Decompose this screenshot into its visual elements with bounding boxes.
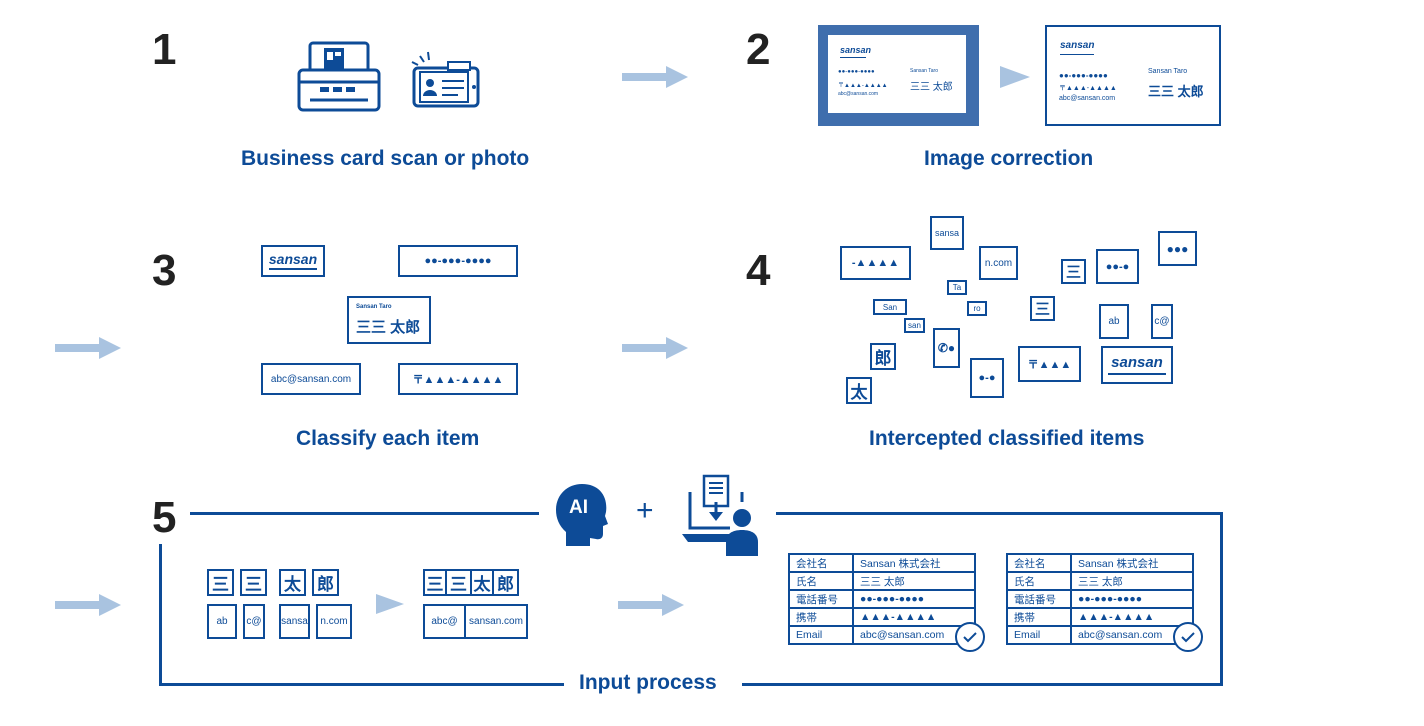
step2-caption: Image correction xyxy=(924,147,1094,170)
item-address: 〒▲▲▲-▲▲▲▲ xyxy=(398,363,518,395)
fragment: ab xyxy=(207,604,237,639)
fragment: 太 xyxy=(279,569,306,596)
fragment: sansan xyxy=(1101,346,1173,384)
ai-head-icon: AI xyxy=(556,482,608,546)
step-number-3: 3 xyxy=(152,246,177,295)
plus-sign: + xyxy=(636,494,654,527)
table-row: 氏名三三 太郎 xyxy=(788,571,976,591)
fragment: n.com xyxy=(316,604,352,639)
step4-caption: Intercepted classified items xyxy=(869,427,1145,450)
fragment: 三 xyxy=(1030,296,1055,321)
card-after-correction: sansan ●●-●●●-●●●● 〒▲▲▲-▲▲▲▲ abc@sansan.… xyxy=(1045,25,1221,126)
phone-camera-icon xyxy=(411,51,480,108)
fragment: 三 xyxy=(207,569,234,596)
fragment: c@ xyxy=(243,604,265,639)
frame-bottom-right xyxy=(742,683,1223,686)
arrow-right-icon xyxy=(55,337,121,359)
joined-name-part: 太 xyxy=(470,569,494,596)
fragment: n.com xyxy=(979,246,1018,280)
card-brand-text: sansan xyxy=(1060,40,1095,51)
fragment: ab xyxy=(1099,304,1129,339)
fragment: Ta xyxy=(947,280,967,295)
fragment: San xyxy=(873,299,907,315)
step1-caption: Business card scan or photo xyxy=(241,147,530,170)
joined-name-part: 三 xyxy=(445,569,472,596)
fragment: 三 xyxy=(1061,259,1086,284)
frame-right xyxy=(1220,512,1223,686)
card-address-text: 〒▲▲▲-▲▲▲▲ xyxy=(838,83,888,89)
arrow-right-icon xyxy=(618,594,684,616)
frame-top-left xyxy=(190,512,539,515)
fragment: 太 xyxy=(846,377,872,404)
item-email: abc@sansan.com xyxy=(261,363,361,395)
item-name: Sansan Taro 三三 太郎 xyxy=(347,296,431,344)
card-brand-text: sansan xyxy=(840,45,872,55)
arrow-right-small-icon xyxy=(1000,66,1030,88)
card-phone-text: ●●-●●●-●●●● xyxy=(838,69,875,75)
card-email-text: abc@sansan.com xyxy=(1059,95,1116,102)
step3-caption: Classify each item xyxy=(296,427,480,450)
card-address-text: 〒▲▲▲-▲▲▲▲ xyxy=(1059,85,1117,92)
joined-email-part: sansan.com xyxy=(464,604,528,639)
fragment: 郎 xyxy=(312,569,339,596)
frame-top-right xyxy=(776,512,1223,515)
fragment: ●●-● xyxy=(1096,249,1139,284)
fragment: san xyxy=(904,318,925,333)
fragment: -▲▲▲▲ xyxy=(840,246,911,280)
frame-bottom-left xyxy=(159,683,564,686)
step-number-2: 2 xyxy=(746,25,771,74)
joined-email-part: abc@ xyxy=(423,604,466,639)
card-before-correction: sansan ●●-●●●-●●●● 〒▲▲▲-▲▲▲▲ abc@sansan.… xyxy=(818,25,979,126)
step-number-4: 4 xyxy=(746,246,771,295)
operator-computer-icon xyxy=(682,474,758,556)
arrow-right-small-icon xyxy=(376,594,404,614)
card-name-jp-text: 三三 太郎 xyxy=(910,82,953,93)
arrow-right-icon xyxy=(622,66,688,88)
fragment: sansa xyxy=(279,604,310,639)
joined-name-part: 三 xyxy=(423,569,447,596)
fragment: ●●● xyxy=(1158,231,1197,266)
fragment: ●-● xyxy=(970,358,1004,398)
step5-caption: Input process xyxy=(579,671,717,694)
fragment: sansa xyxy=(930,216,964,250)
fragment: 郎 xyxy=(870,343,896,370)
card-email-text: abc@sansan.com xyxy=(838,91,879,97)
joined-name-part: 郎 xyxy=(492,569,519,596)
table-row: 氏名三三 太郎 xyxy=(1006,571,1194,591)
fragment: ✆● xyxy=(933,328,960,368)
table-row: 電話番号●●-●●●-●●●● xyxy=(1006,589,1194,609)
ai-label: AI xyxy=(569,497,588,518)
card-name-en-text: Sansan Taro xyxy=(1148,68,1188,75)
item-brand: sansan xyxy=(261,245,325,277)
arrow-right-icon xyxy=(55,594,121,616)
step-number-1: 1 xyxy=(152,25,177,74)
table-row: 電話番号●●-●●●-●●●● xyxy=(788,589,976,609)
table-row: 携帯▲▲▲-▲▲▲▲ xyxy=(788,607,976,627)
card-name-en-text: Sansan Taro xyxy=(910,68,938,74)
card-phone-text: ●●-●●●-●●●● xyxy=(1059,71,1108,80)
check-icon xyxy=(1173,622,1203,652)
check-icon xyxy=(955,622,985,652)
fragment: ro xyxy=(967,301,987,316)
frame-left xyxy=(159,544,162,686)
table-row: 携帯▲▲▲-▲▲▲▲ xyxy=(1006,607,1194,627)
card-name-jp-text: 三三 太郎 xyxy=(1148,84,1204,99)
fragment: 三 xyxy=(240,569,267,596)
item-phone: ●●-●●●-●●●● xyxy=(398,245,518,277)
phone-icon: ✆ xyxy=(937,341,948,355)
fragment: c@ xyxy=(1151,304,1173,339)
step-number-5: 5 xyxy=(152,493,177,542)
arrow-right-icon xyxy=(622,337,688,359)
fragment: 〒▲▲▲ xyxy=(1018,346,1081,382)
scanner-icon xyxy=(297,41,381,112)
